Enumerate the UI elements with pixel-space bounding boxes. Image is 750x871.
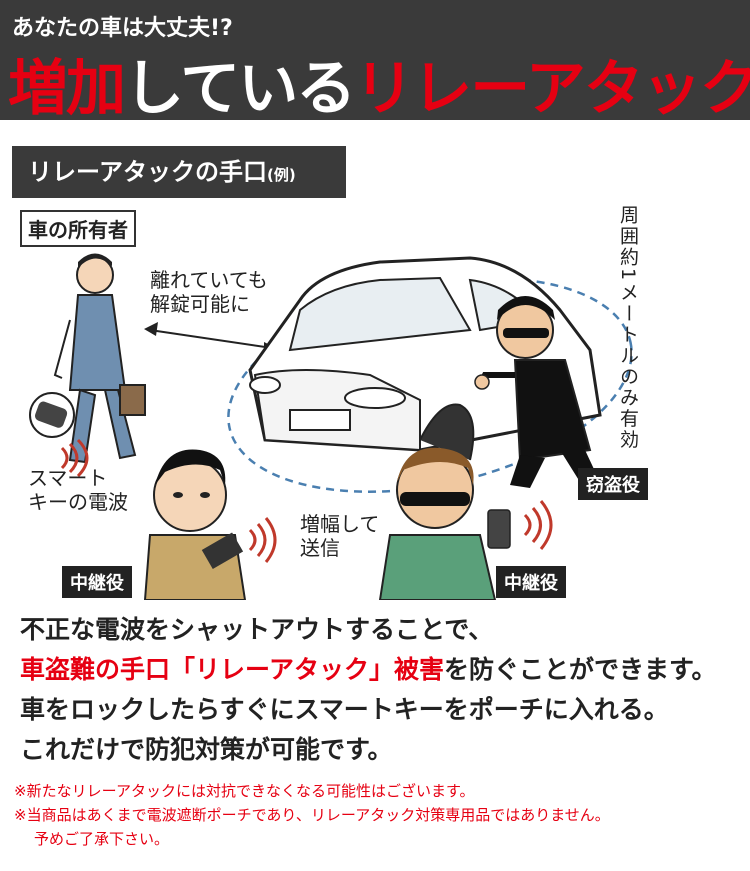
distance-label-line2: 解錠可能に (150, 292, 250, 316)
smartkey-wave-icon (60, 438, 89, 478)
header-subtitle: あなたの車は大丈夫!? (12, 16, 233, 41)
arrow-head-left (144, 322, 158, 336)
relay-right-figure (378, 447, 511, 600)
section-label-small: (例) (267, 166, 296, 184)
relay-tag-left: 中継役 (62, 566, 132, 598)
note-3: 予めご了承下さい。 (34, 830, 170, 848)
body-line-1: 不正な電波をシャットアウトすることで、 (20, 615, 494, 644)
body-line-3: 車をロックしたらすぐにスマートキーをポーチに入れる。 (20, 695, 669, 724)
range-ellipse (227, 277, 633, 493)
thief-tag: 窃盗役 (578, 468, 648, 500)
note-2: ※当商品はあくまで電波遮断ポーチであり、リレーアタック対策専用品ではありません。 (14, 806, 610, 824)
wave-right-icon (523, 500, 553, 550)
thief-figure (474, 296, 600, 490)
wave-left-icon (248, 517, 277, 563)
body-line-4: これだけで防犯対策が可能です。 (20, 735, 393, 764)
header-title: 増加しているリレーアタック (8, 40, 750, 127)
section-label-text: リレーアタックの手口 (28, 158, 268, 186)
body-line-2: 車盗難の手口「リレーアタック」被害を防ぐことができます。 (20, 650, 717, 686)
section-label: リレーアタックの手口(例) (12, 146, 346, 198)
distance-label-line1: 離れていても (150, 268, 268, 292)
header-title-red-1: 増加 (8, 54, 126, 124)
amplify-label: 増幅して 送信 (300, 512, 379, 560)
relay-tag-right: 中継役 (496, 566, 566, 598)
relay-left-figure (143, 449, 247, 600)
amplify-label-line1: 増幅して (300, 512, 380, 536)
distance-arrow (149, 329, 273, 349)
smartkey-label: スマート キーの電波 (28, 466, 128, 514)
body-line-2-black: を防ぐことができます。 (444, 655, 717, 684)
smartkey-icon (29, 392, 75, 438)
body-line-2-red: 車盗難の手口「リレーアタック」被害 (20, 655, 445, 684)
smartkey-label-line2: キーの電波 (28, 490, 128, 514)
note-1: ※新たなリレーアタックには対抗できなくなる可能性はございます。 (14, 782, 475, 800)
amplify-label-line2: 送信 (300, 536, 340, 560)
smartkey-label-line1: スマート (28, 466, 108, 490)
relay-attack-illustration (29, 253, 633, 600)
range-note: 周囲約1メートルのみ有効 (617, 205, 639, 451)
distance-label: 離れていても 解錠可能に (150, 268, 268, 316)
header-title-white: している (124, 54, 356, 124)
header-title-red-2: リレーアタック (354, 54, 750, 124)
owner-label: 車の所有者 (20, 210, 136, 247)
owner-figure (53, 253, 146, 464)
header-banner: あなたの車は大丈夫!? 増加しているリレーアタック (0, 0, 750, 124)
